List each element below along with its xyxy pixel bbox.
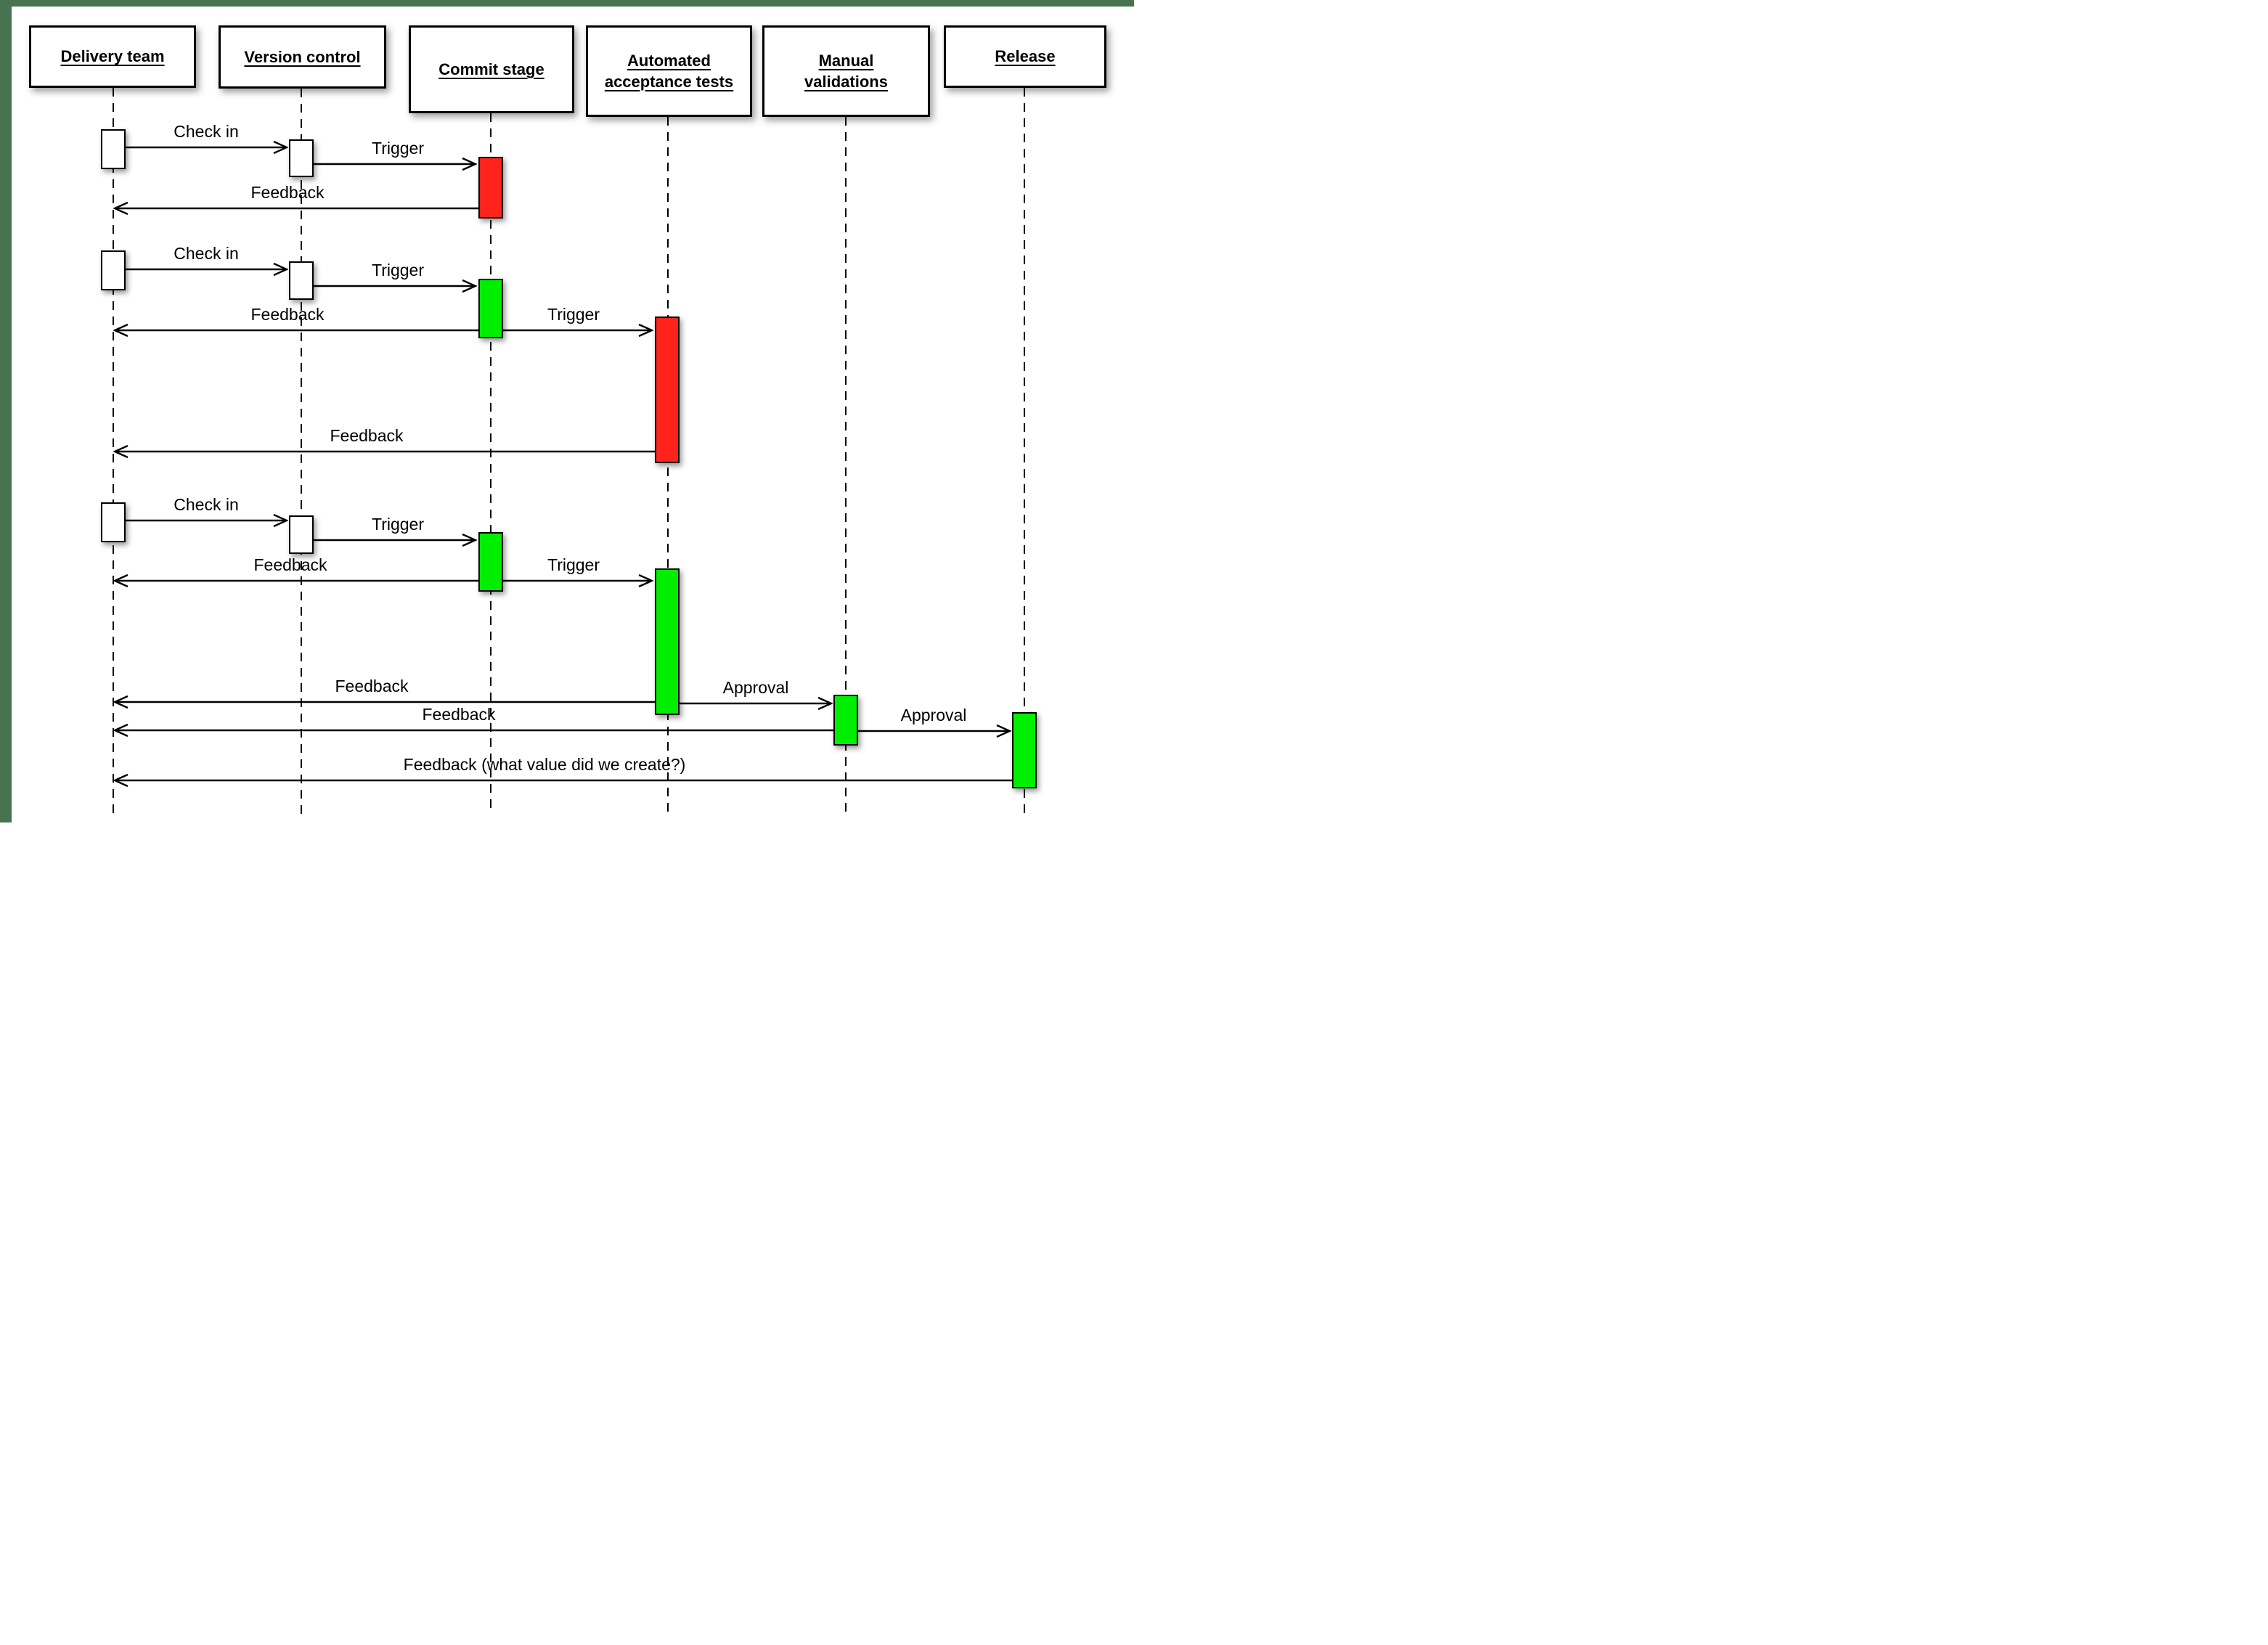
message-label-trigger-commit-3: Trigger — [372, 515, 424, 534]
activation-release-3-pass — [1012, 712, 1037, 788]
activation-acceptance-2-fail — [655, 317, 680, 463]
activation-version-1 — [289, 139, 314, 177]
activation-version-3 — [289, 515, 314, 554]
message-label-feedback-manual-3: Feedback — [422, 705, 496, 724]
frame-left-band — [0, 0, 12, 822]
message-label-check-in-3: Check in — [174, 495, 239, 514]
message-label-trigger-commit-2: Trigger — [372, 261, 424, 279]
header-label-acceptance-tests: Automated acceptance tests — [604, 51, 734, 91]
header-box-version-control: Version control — [219, 25, 386, 89]
header-box-release: Release — [944, 25, 1106, 88]
message-label-approval-manual-3: Approval — [722, 678, 789, 697]
header-label-version-control: Version control — [244, 47, 361, 66]
message-label-check-in-1: Check in — [174, 122, 239, 141]
activation-delivery-3 — [101, 502, 126, 542]
activation-manual-3-pass — [833, 695, 858, 746]
message-label-trigger-acceptance-2: Trigger — [547, 305, 600, 324]
diagram-lines-layer — [113, 88, 1025, 815]
activation-commit-2-pass — [478, 279, 503, 338]
sequence-diagram-canvas: Delivery team Version control Commit sta… — [0, 0, 1134, 822]
header-box-acceptance-tests: Automated acceptance tests — [586, 25, 752, 117]
message-label-feedback-release-3: Feedback (what value did we create?) — [403, 755, 686, 774]
activation-delivery-2 — [101, 250, 126, 290]
message-label-check-in-2: Check in — [174, 244, 239, 263]
header-label-commit-stage: Commit stage — [438, 60, 544, 78]
activation-version-2 — [289, 261, 314, 300]
message-label-approval-release-3: Approval — [900, 706, 967, 724]
message-label-trigger-acceptance-3: Trigger — [547, 555, 600, 574]
header-box-delivery-team: Delivery team — [29, 25, 196, 88]
header-label-manual-validations: Manual validations — [804, 51, 888, 91]
header-label-release: Release — [995, 47, 1056, 66]
activation-delivery-1 — [101, 129, 126, 169]
message-label-feedback-acceptance-2: Feedback — [330, 426, 404, 445]
message-label-feedback-commit-1: Feedback — [250, 183, 325, 202]
message-label-feedback-acceptance-3: Feedback — [335, 677, 409, 695]
frame-top-band — [0, 0, 1134, 7]
message-label-feedback-commit-3: Feedback — [253, 555, 327, 574]
activation-commit-3-pass — [478, 532, 503, 592]
header-box-manual-validations: Manual validations — [762, 25, 930, 117]
header-label-delivery-team: Delivery team — [60, 47, 165, 66]
header-box-commit-stage: Commit stage — [409, 25, 574, 113]
message-label-feedback-commit-2: Feedback — [250, 305, 325, 324]
activation-commit-1-fail — [478, 157, 503, 219]
activation-acceptance-3-pass — [655, 568, 680, 715]
message-label-trigger-commit-1: Trigger — [372, 139, 424, 158]
